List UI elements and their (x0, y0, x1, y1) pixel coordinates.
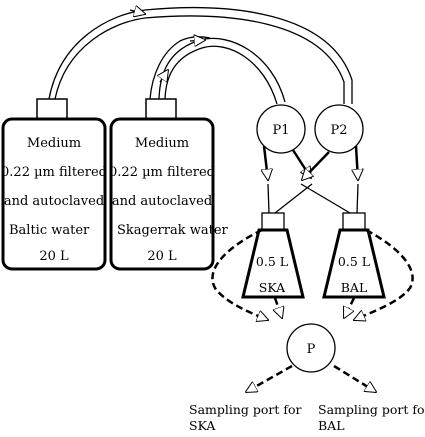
sampling-port-ska: Sampling port for SKA (189, 402, 302, 433)
pump-outlet-lines (264, 145, 358, 180)
baltic-medium-container: Medium 0.22 µm filtered and autoclaved B… (1, 98, 107, 271)
flask-ska-body (241, 228, 305, 299)
baltic-label-line2: 0.22 µm filtered (1, 165, 107, 180)
baltic-label-line3: and autoclaved (4, 194, 104, 209)
sampling-lines (211, 228, 414, 392)
flask-bal: 0.5 L BAL (322, 212, 386, 299)
sampling-port-ska-line1: Sampling port for (189, 402, 302, 417)
sampling-port-bal: Sampling port for BAL (318, 402, 425, 433)
pump-p-circle (286, 323, 336, 373)
flask-bal-body (322, 228, 386, 299)
flask-ska: 0.5 L SKA (241, 212, 305, 299)
pump-p1: P1 (256, 104, 306, 154)
baltic-supply-tube (48, 8, 353, 104)
flask-bal-volume: 0.5 L (338, 254, 370, 269)
skagerrak-container-neck (145, 98, 177, 120)
baltic-label-line1: Medium (27, 136, 81, 151)
flask-inlet-lines (267, 183, 359, 214)
skagerrak-volume: 20 L (147, 249, 177, 264)
flask-ska-volume: 0.5 L (256, 254, 288, 269)
baltic-label-line4: Baltic water (9, 223, 90, 238)
sampling-port-ska-line2: SKA (189, 418, 216, 432)
pump-p1-circle (256, 104, 306, 154)
flask-bal-neck (342, 212, 366, 231)
pump-p: P (286, 323, 336, 373)
baltic-volume: 20 L (39, 249, 69, 264)
baltic-container-body (1, 117, 107, 271)
skagerrak-container-body (109, 117, 215, 271)
sampling-port-bal-line1: Sampling port for (318, 402, 425, 417)
pump-p2-circle (314, 104, 364, 154)
pump-p1-label: P1 (272, 123, 289, 138)
skagerrak-medium-container: Medium 0.22 µm filtered and autoclaved S… (109, 98, 229, 271)
flask-bal-name: BAL (341, 280, 368, 295)
pump-p2: P2 (314, 104, 364, 154)
sampling-port-bal-line2: BAL (318, 418, 345, 432)
flask-ska-name: SKA (259, 280, 286, 295)
baltic-container-neck (36, 98, 68, 120)
pump-p2-label: P2 (330, 123, 347, 138)
flask-ska-neck (261, 212, 285, 231)
skagerrak-label-line3: and autoclaved (112, 194, 212, 209)
skagerrak-label-line1: Medium (135, 136, 189, 151)
skagerrak-label-line4: Skagerrak water (117, 223, 229, 238)
skagerrak-supply-tube (149, 37, 286, 105)
pump-p-label: P (307, 342, 316, 357)
skagerrak-label-line2: 0.22 µm filtered (109, 165, 215, 180)
